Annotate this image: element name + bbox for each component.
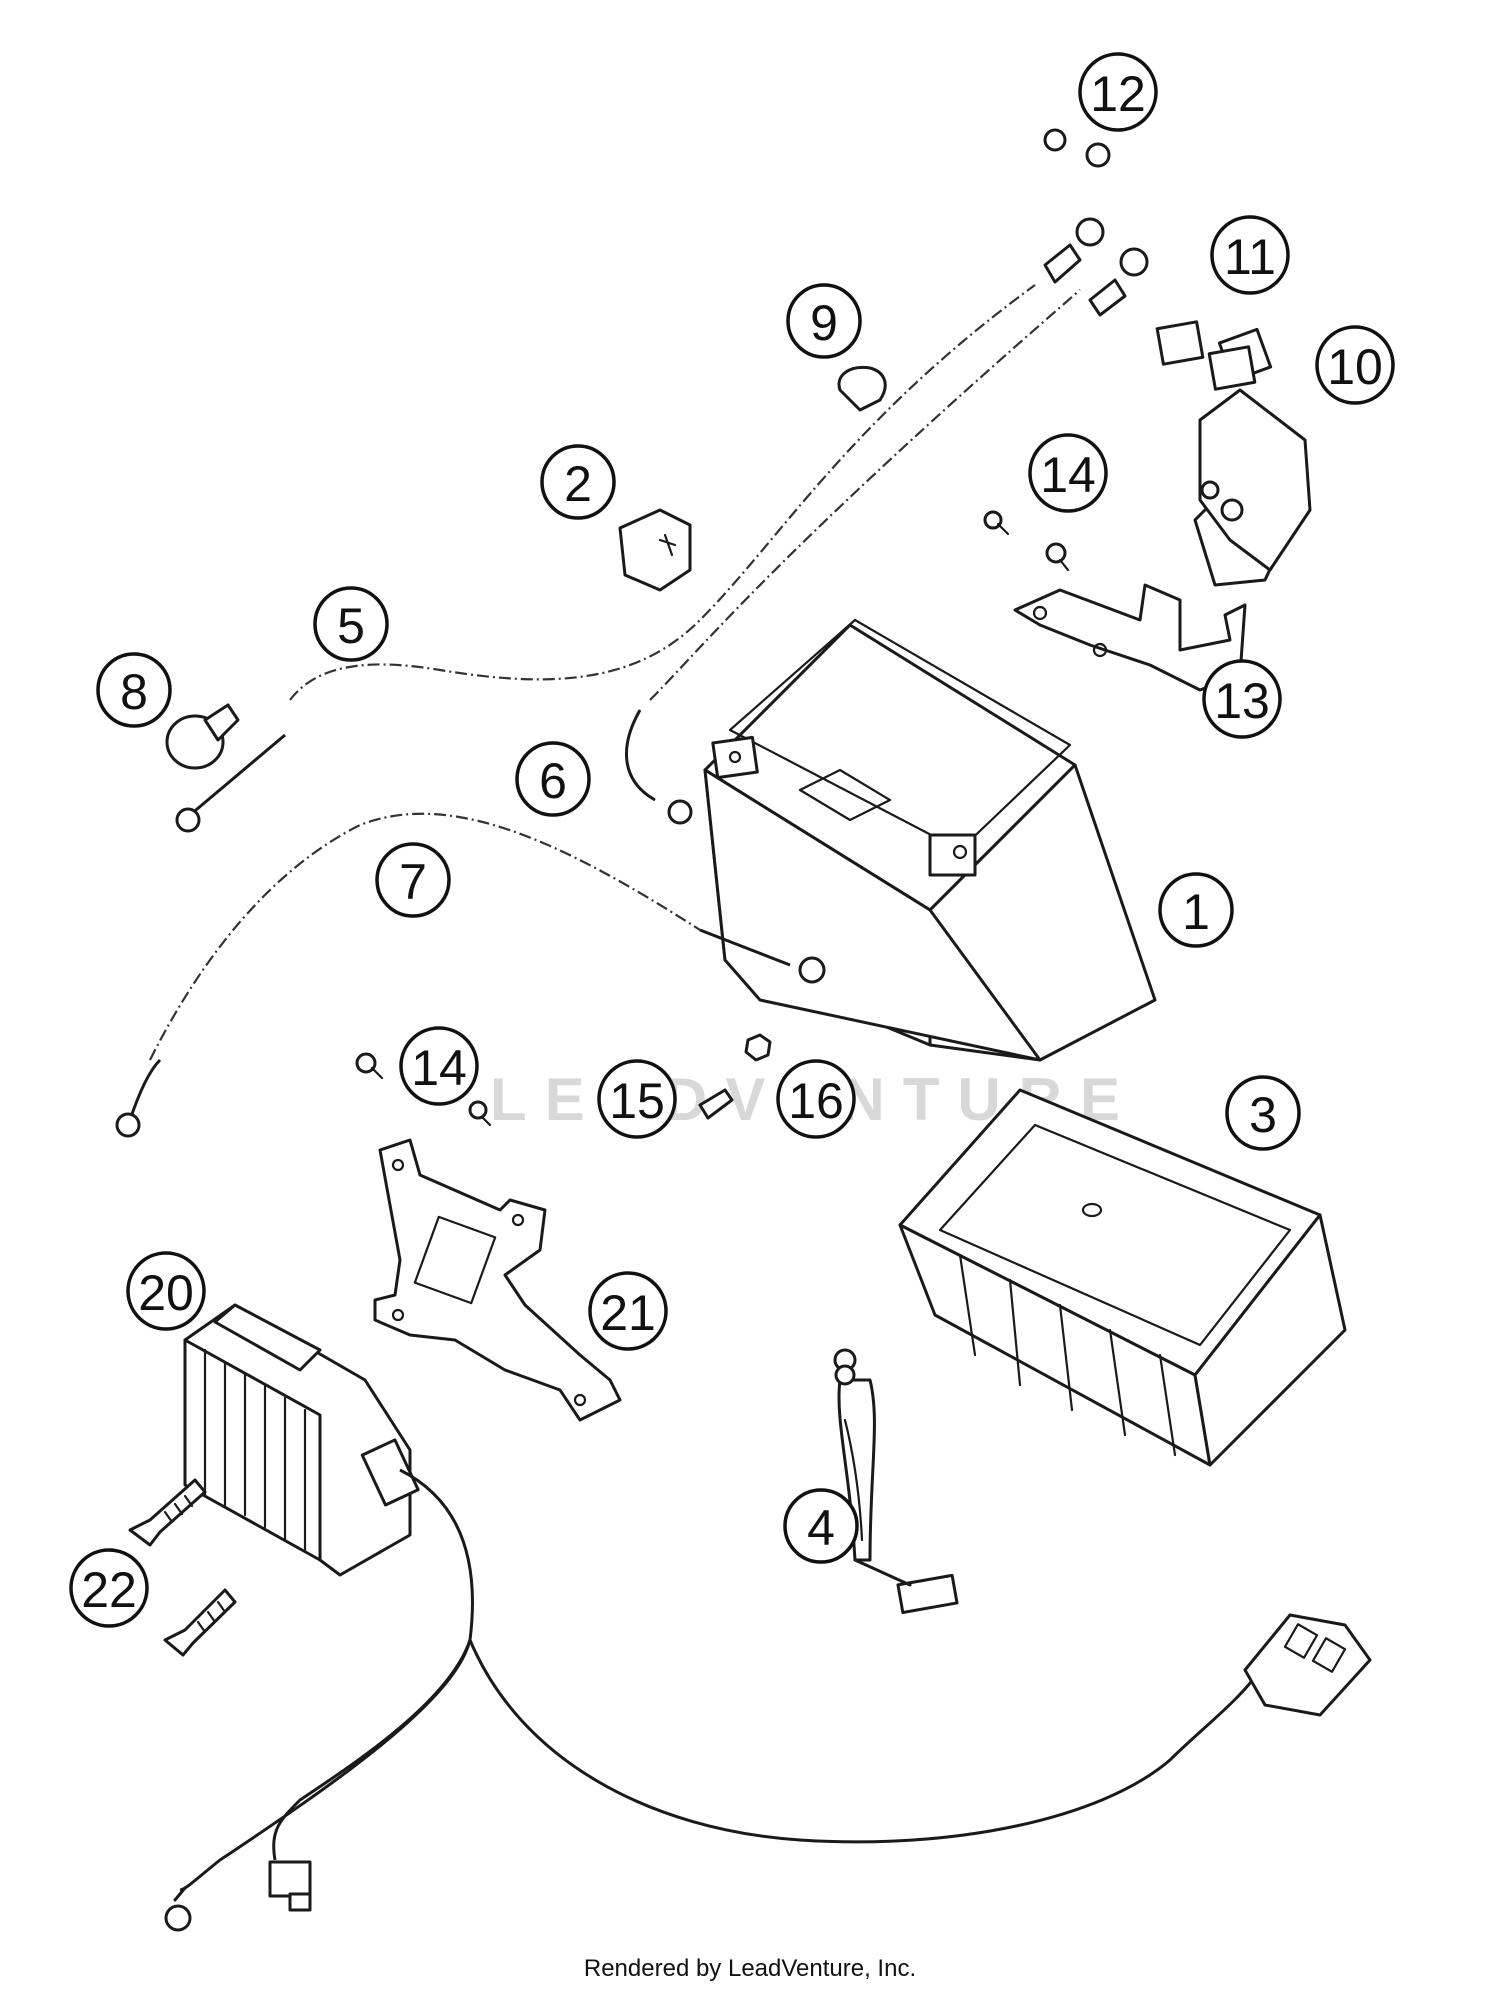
callout-circle: [126, 1251, 206, 1331]
callout-circle: [96, 652, 172, 728]
callout-circle: [515, 741, 591, 817]
callout-6: 6: [515, 741, 591, 817]
callout-circle: [1225, 1075, 1301, 1151]
terminal-cap: [165, 703, 240, 770]
callout-circle: [783, 1488, 859, 1564]
screws-12: [1043, 128, 1111, 168]
callout-10: 10: [1315, 325, 1395, 405]
callout-4: 4: [783, 1488, 859, 1564]
callout-2: 2: [540, 444, 616, 520]
screws-14-lower: [355, 1052, 492, 1127]
callout-14: 14: [1028, 433, 1108, 513]
callout-circle: [399, 1026, 479, 1106]
callout-circle: [540, 444, 616, 520]
fuses: [1155, 320, 1257, 391]
callout-8: 8: [96, 652, 172, 728]
callout-12: 12: [1078, 52, 1158, 132]
callout-label: 21: [600, 1285, 656, 1341]
battery: [703, 618, 1157, 1062]
callout-label: 16: [788, 1073, 844, 1129]
callout-circle: [1202, 659, 1282, 739]
callout-circle: [1315, 325, 1395, 405]
bracket-21: [373, 1138, 622, 1422]
callout-21: 21: [588, 1271, 668, 1351]
callout-label: 8: [120, 664, 148, 720]
callout-label: 4: [807, 1500, 835, 1556]
callout-circle: [786, 283, 862, 359]
callout-11: 11: [1210, 215, 1290, 295]
callout-label: 5: [337, 598, 365, 654]
callout-15: 15: [597, 1059, 677, 1139]
callout-label: 14: [411, 1040, 467, 1096]
callout-label: 14: [1040, 447, 1096, 503]
callout-circle: [375, 842, 451, 918]
callout-label: 1: [1182, 884, 1210, 940]
screws-14-upper: [983, 510, 1070, 572]
callout-label: 22: [81, 1562, 137, 1618]
callout-label: 13: [1214, 673, 1270, 729]
callout-label: 2: [564, 456, 592, 512]
callout-label: 11: [1224, 229, 1276, 285]
callout-3: 3: [1225, 1075, 1301, 1151]
callout-1: 1: [1158, 872, 1234, 948]
callout-22: 22: [69, 1548, 149, 1628]
callout-7: 7: [375, 842, 451, 918]
callout-circle: [313, 586, 389, 662]
bolts-22: [128, 1478, 237, 1657]
terminal-cover: [618, 508, 692, 592]
cable-7: [115, 812, 826, 1138]
callout-5: 5: [313, 586, 389, 662]
callout-circle: [69, 1548, 149, 1628]
callout-circle: [597, 1059, 677, 1139]
callout-label: 6: [539, 753, 567, 809]
nut-16: [744, 1033, 772, 1062]
callout-13: 13: [1202, 659, 1282, 739]
clip: [837, 365, 887, 412]
callout-circle: [1158, 872, 1234, 948]
callout-label: 10: [1327, 339, 1383, 395]
callout-circle: [1210, 215, 1290, 295]
starter-relay: [1193, 327, 1312, 587]
callout-16: 16: [776, 1059, 856, 1139]
callout-circle: [588, 1271, 668, 1351]
callout-label: 7: [399, 854, 427, 910]
callout-label: 15: [609, 1073, 665, 1129]
cable-6: [625, 289, 1081, 825]
callout-9: 9: [786, 283, 862, 359]
callout-20: 20: [126, 1251, 206, 1331]
battery-box: [898, 1088, 1347, 1467]
callout-14: 14: [399, 1026, 479, 1106]
cable-lugs: [1043, 217, 1149, 317]
callout-label: 20: [138, 1265, 194, 1321]
footer-text: Rendered by LeadVenture, Inc.: [583, 1955, 917, 1982]
callout-label: 9: [810, 295, 838, 351]
bolt-15: [698, 1088, 734, 1120]
callout-circle: [1028, 433, 1108, 513]
bracket-13: [1013, 583, 1247, 692]
rubber-strap: [833, 1348, 959, 1614]
cable-5: [175, 284, 1036, 833]
callout-circle: [776, 1059, 856, 1139]
callout-circle: [1078, 52, 1158, 132]
callout-label: 12: [1090, 66, 1146, 122]
voltage-regulator: [183, 1303, 420, 1577]
callout-label: 3: [1249, 1087, 1277, 1143]
regulator-harness: [164, 1468, 1372, 1932]
